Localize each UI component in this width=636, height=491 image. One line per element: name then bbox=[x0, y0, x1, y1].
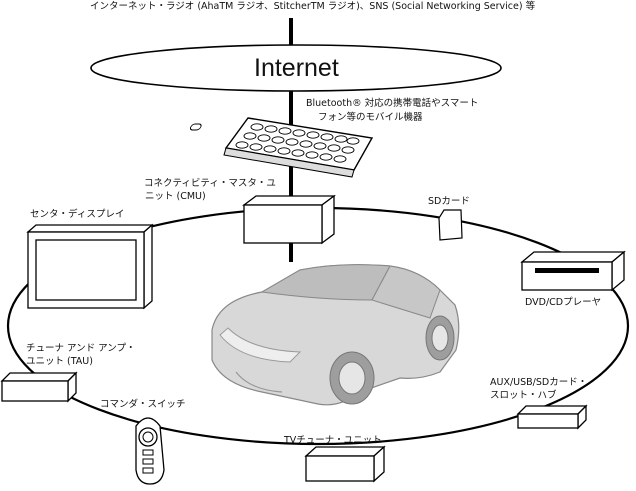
mobile-label-line1: Bluetooth® 対応の携帯電話やスマート bbox=[306, 98, 479, 109]
aux-hub-label-line1: AUX/USB/SDカード・ bbox=[490, 377, 588, 388]
internet-label: Internet bbox=[254, 54, 339, 82]
aux-hub-icon bbox=[516, 404, 588, 430]
internet-ellipse bbox=[90, 44, 502, 92]
top-caption: インターネット・ラジオ (AhaTM ラジオ、StitcherTM ラジオ)、S… bbox=[90, 1, 536, 12]
tuner-amp-unit-icon bbox=[0, 371, 78, 403]
commander-switch-icon bbox=[135, 417, 165, 485]
tuner-amp-label-line1: チューナ アンド アンプ・ bbox=[26, 343, 136, 354]
sd-card-label: SDカード bbox=[428, 196, 470, 207]
car-image bbox=[211, 264, 460, 406]
mobile-phone-icon bbox=[189, 117, 374, 178]
center-display-label: センタ・ディスプレイ bbox=[30, 209, 125, 220]
center-display-icon bbox=[26, 223, 154, 310]
sd-card-icon bbox=[438, 209, 463, 241]
commander-switch-label: コマンダ・スイッチ bbox=[100, 399, 186, 410]
aux-hub-label-line2: スロット・ハブ bbox=[490, 390, 557, 401]
dvd-player-label: DVD/CDプレーヤ bbox=[525, 297, 602, 308]
mobile-label-line2: フォン等のモバイル機器 bbox=[318, 112, 423, 123]
tuner-amp-label-line2: ユニット (TAU) bbox=[26, 356, 93, 367]
cmu-label-line1: コネクティビティ・マスタ・ユ bbox=[144, 178, 276, 189]
cmu-unit-icon bbox=[242, 194, 336, 245]
tv-tuner-label: TVチューナ・ユニット bbox=[284, 435, 382, 446]
cmu-label-line2: ニット (CMU) bbox=[145, 191, 206, 202]
dvd-player-icon bbox=[520, 250, 626, 292]
tv-tuner-icon bbox=[304, 445, 386, 483]
